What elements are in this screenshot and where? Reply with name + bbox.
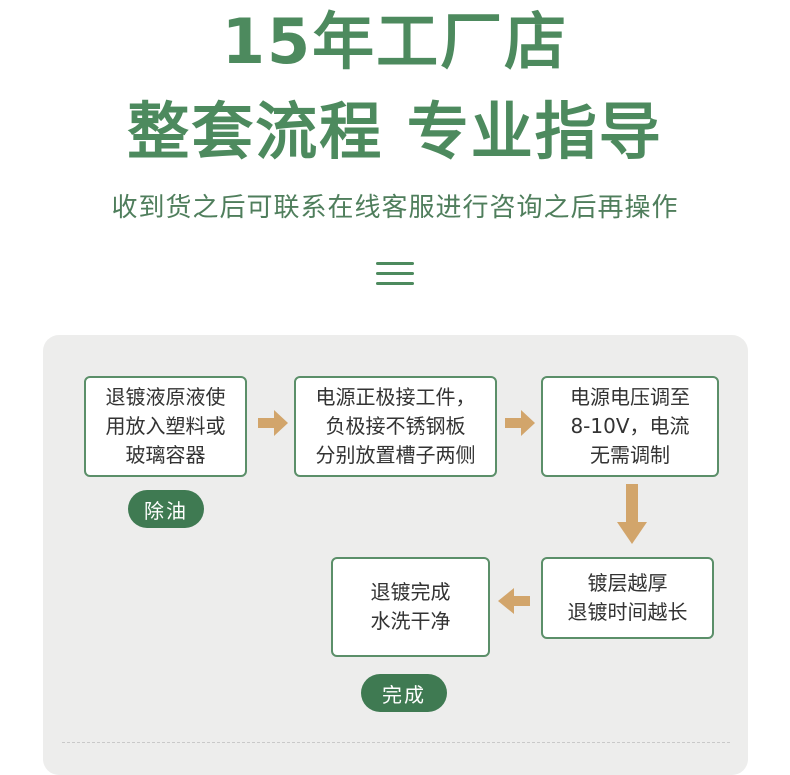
- page-title-line1: 15年工厂店: [221, 5, 569, 78]
- menu-icon: [376, 262, 414, 286]
- arrow-right-icon: [505, 410, 535, 436]
- arrow-left-icon: [498, 588, 530, 614]
- panel-divider: [62, 742, 730, 743]
- arrow-right-icon: [258, 410, 288, 436]
- tag-degrease: 除油: [128, 490, 204, 528]
- step-3-box: 电源电压调至 8-10V，电流 无需调制: [541, 376, 719, 477]
- tag-complete: 完成: [361, 674, 447, 712]
- step-1-box: 退镀液原液使 用放入塑料或 玻璃容器: [84, 376, 247, 477]
- page-subtitle: 收到货之后可联系在线客服进行咨询之后再操作: [111, 193, 679, 223]
- step-2-box: 电源正极接工件， 负极接不锈钢板 分别放置槽子两侧: [294, 376, 497, 477]
- arrow-down-icon: [617, 484, 647, 544]
- step-5-box: 退镀完成 水洗干净: [331, 557, 490, 657]
- page-title-line2: 整套流程 专业指导: [127, 95, 663, 168]
- step-4-box: 镀层越厚 退镀时间越长: [541, 557, 714, 639]
